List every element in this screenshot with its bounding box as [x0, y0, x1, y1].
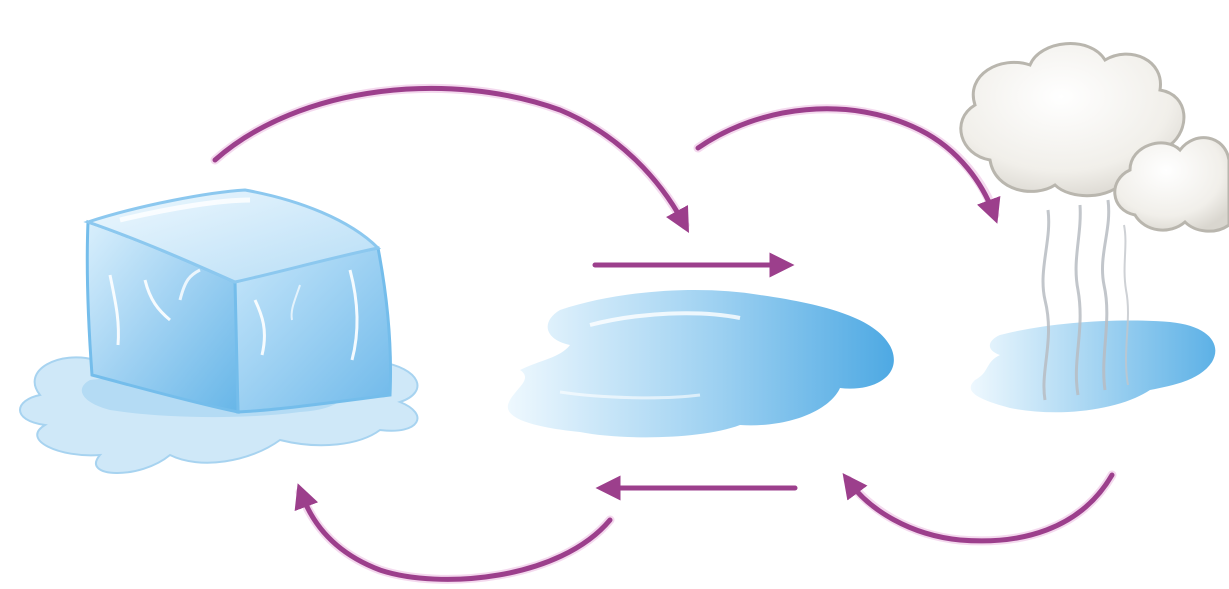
arrow-liquid-to-gas: [698, 109, 993, 212]
steam-cloud-icon: [961, 44, 1229, 413]
arrow-liquid-to-solid: [302, 495, 610, 579]
ice-cube-icon: [20, 190, 417, 473]
water-puddle-icon: [508, 290, 894, 437]
arrow-gas-to-liquid: [850, 475, 1112, 541]
